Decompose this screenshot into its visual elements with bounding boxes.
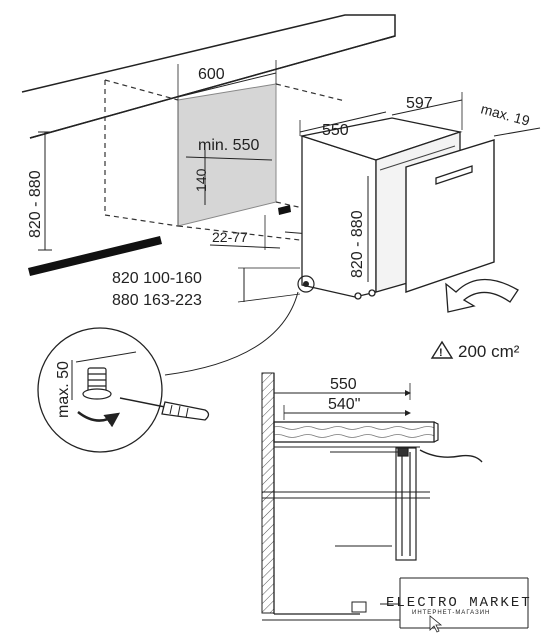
adjustable-foot bbox=[82, 367, 112, 400]
watermark: ELECTRO MARKET ИНТЕРНЕТ-МАГАЗИН bbox=[386, 577, 532, 633]
label-550-depth: 550 bbox=[322, 122, 349, 139]
ventilation-label: 200 cm² bbox=[458, 342, 520, 361]
dim-550-depth: 550 bbox=[299, 111, 387, 139]
label-22-77: 22-77 bbox=[212, 229, 248, 245]
table-row-1: 820 100-160 bbox=[112, 270, 202, 287]
dim-140: 140 bbox=[193, 150, 209, 205]
dim-section-550: 550 bbox=[274, 376, 411, 400]
watermark-sub: ИНТЕРНЕТ-МАГАЗИН bbox=[412, 610, 490, 616]
section-view: 550 540" bbox=[261, 372, 483, 621]
section-worktop bbox=[273, 421, 435, 443]
screwdriver-icon bbox=[119, 397, 210, 421]
height-table: 820 100-160 880 163-223 bbox=[112, 267, 301, 309]
dim-597: 597 bbox=[391, 92, 463, 130]
label-600: 600 bbox=[198, 66, 225, 83]
niche-back-panel bbox=[177, 83, 277, 227]
label-min-550: min. 550 bbox=[198, 137, 259, 154]
dim-max-19: max. 19 bbox=[479, 100, 541, 137]
plinth-strips bbox=[28, 205, 291, 276]
dim-min-550: min. 550 bbox=[185, 137, 273, 161]
appliance bbox=[299, 117, 495, 300]
dim-height-appliance: 820 - 880 bbox=[349, 176, 369, 282]
warning-icon bbox=[430, 340, 454, 359]
foot-detail: max. 50 bbox=[37, 327, 210, 453]
appliance-panel bbox=[405, 139, 495, 293]
worktop bbox=[21, 14, 396, 139]
label-597: 597 bbox=[406, 95, 433, 112]
dim-section-540: 540" bbox=[283, 396, 411, 420]
label-max-50: max. 50 bbox=[55, 361, 72, 418]
label-section-550: 550 bbox=[330, 376, 357, 393]
label-height-left: 820 - 880 bbox=[27, 170, 44, 238]
warning-mark: ! bbox=[439, 347, 443, 359]
label-height-appliance: 820 - 880 bbox=[349, 210, 366, 278]
dim-height-left: 820 - 880 bbox=[27, 131, 52, 251]
label-section-540: 540" bbox=[328, 396, 360, 413]
ventilation-arrow: ! 200 cm² bbox=[430, 278, 520, 361]
label-max-19: max. 19 bbox=[479, 100, 531, 128]
label-140: 140 bbox=[193, 168, 209, 192]
dim-22-77: 22-77 bbox=[209, 215, 281, 250]
watermark-brand: ELECTRO MARKET bbox=[386, 595, 532, 611]
wall-hatch bbox=[261, 372, 275, 614]
section-appliance bbox=[395, 447, 483, 561]
dim-600: 600 bbox=[177, 60, 277, 100]
table-row-2: 880 163-223 bbox=[112, 292, 202, 309]
cursor-icon bbox=[429, 615, 443, 633]
foot-callout bbox=[164, 275, 315, 376]
